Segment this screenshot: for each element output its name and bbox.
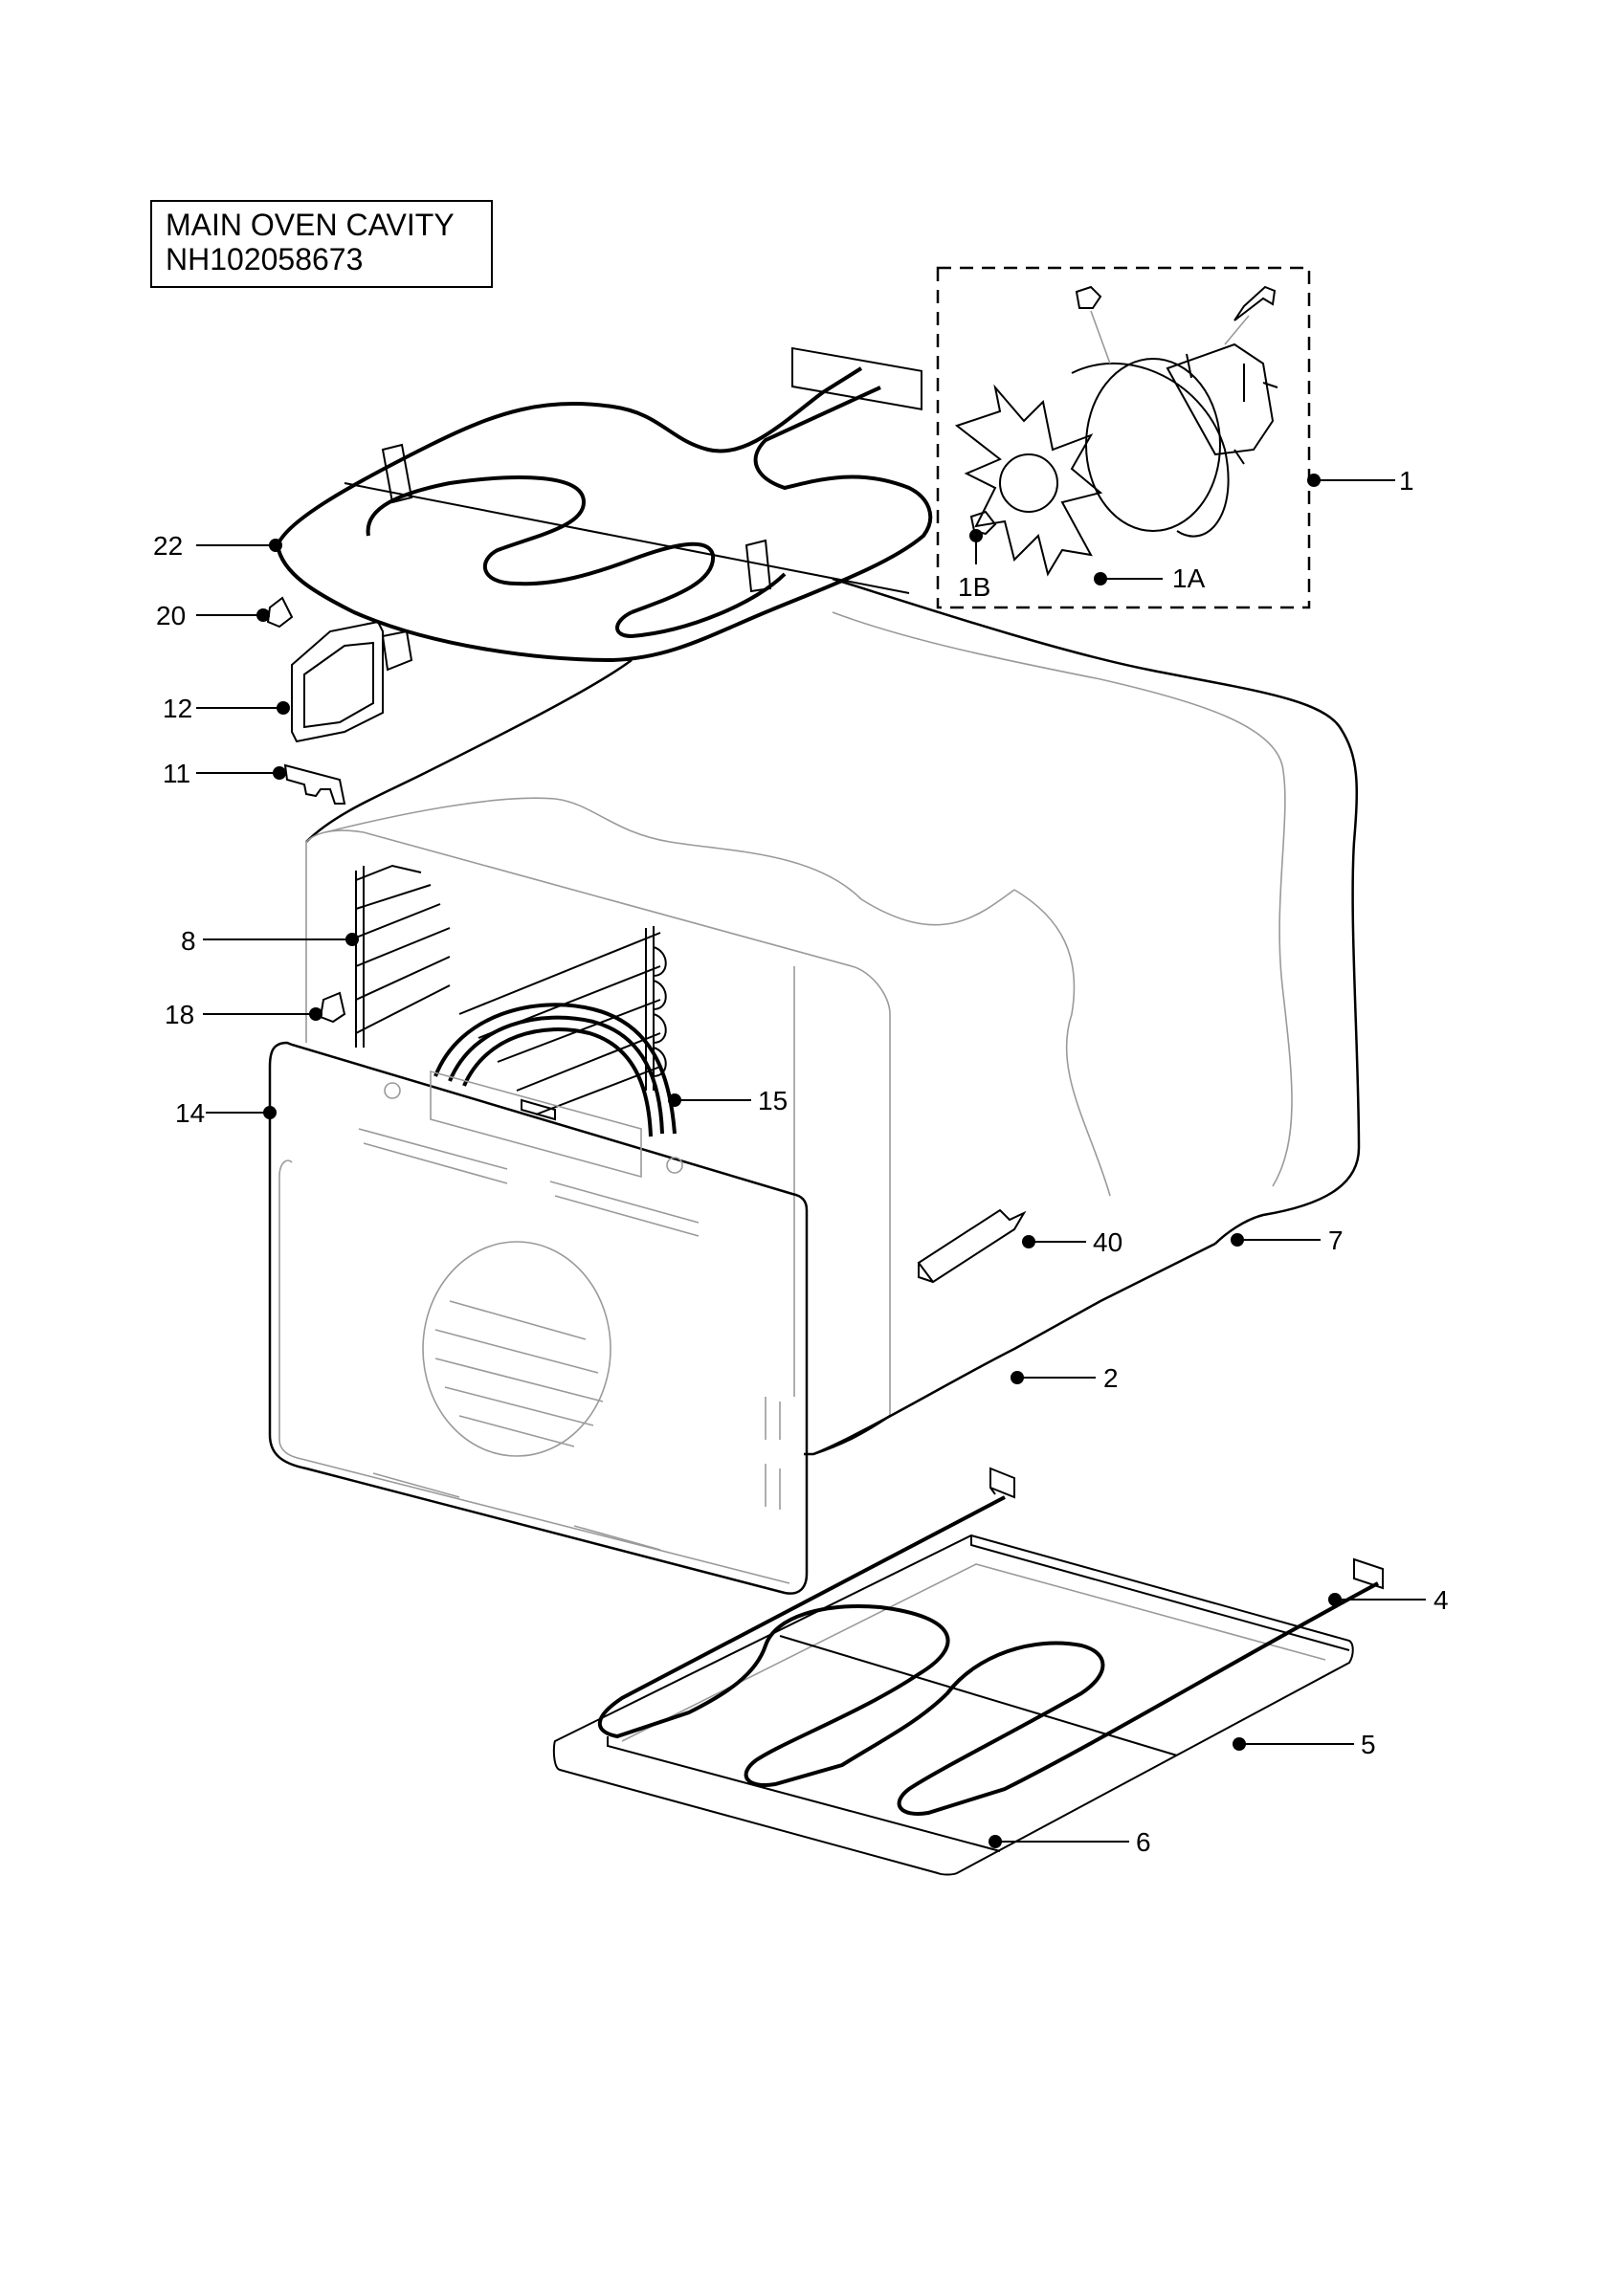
- back-panel-screw-right: [666, 1157, 683, 1174]
- motor-body-shape: [1166, 342, 1275, 456]
- diagram-part-number: NH102058673: [166, 242, 364, 276]
- circular-element-coil-2: [448, 1015, 664, 1135]
- motor-plate-shape: [1071, 363, 1230, 538]
- callout-18: 18: [165, 1000, 194, 1029]
- runner-right-hooks: [653, 946, 667, 1077]
- runner-left-rungs: [355, 864, 451, 1034]
- callout-40: 40: [1093, 1227, 1122, 1257]
- fan-blade-shape: [954, 384, 1103, 577]
- oven-cavity-group: [305, 577, 1361, 1456]
- callout-2: 2: [1103, 1363, 1119, 1393]
- fan-assembly-group: [936, 266, 1311, 609]
- callout-11: 11: [163, 759, 190, 788]
- bracket-40-shape: [917, 1208, 1027, 1284]
- back-panel-tab: [521, 1098, 556, 1121]
- lamp-12-housing: [291, 620, 384, 743]
- grill-element-outer-bottom: [276, 386, 933, 663]
- insulation-top-front-edge: [305, 658, 633, 843]
- back-panel-side-slots: [765, 1397, 781, 1510]
- circular-element-coil-3: [462, 1027, 653, 1137]
- cavity-outline-behind: [832, 611, 1293, 1187]
- grill-element-inner-tail: [615, 572, 787, 639]
- lamp-12-socket: [381, 629, 413, 672]
- callout-1b: 1B: [958, 572, 990, 602]
- base-plate-outline: [552, 1534, 1354, 1876]
- lamp-12-lens: [303, 641, 374, 729]
- cavity-bottom-corner: [804, 1414, 891, 1456]
- cavity-front-frame: [305, 829, 891, 1416]
- insulation-fold-line: [324, 797, 1015, 926]
- diagram-title-box: MAIN OVEN CAVITY NH102058673: [150, 200, 493, 288]
- callout-labels: 1 1A 1B 22 20 12 11 8 18 14 15 40 7 2 4 …: [153, 466, 1449, 1857]
- bracket-11-shape: [283, 763, 346, 805]
- back-panel-top-recess: [430, 1070, 642, 1179]
- callout-12: 12: [163, 694, 192, 723]
- cavity-bottom-edge: [812, 1299, 1101, 1456]
- back-panel-slots: [358, 1128, 700, 1237]
- shelf-runners-group: [355, 864, 667, 1115]
- grill-element-outer-top: [276, 366, 863, 546]
- element-4-support-bar: [779, 1635, 1178, 1756]
- runner-left-post: [355, 866, 365, 1048]
- callout-7: 7: [1328, 1225, 1344, 1255]
- fan-grille-slots: [434, 1300, 604, 1447]
- callout-20: 20: [156, 601, 186, 630]
- clip-18-shape: [319, 991, 346, 1024]
- base-plate-top-lip: [970, 1535, 1350, 1651]
- grill-brackets: [381, 443, 772, 593]
- screw-shape: [1233, 285, 1277, 321]
- circular-element-group: [433, 1003, 677, 1137]
- callout-22: 22: [153, 531, 183, 561]
- grill-support-bar: [344, 482, 910, 594]
- fan-grille-outline: [422, 1241, 611, 1457]
- callout-leaders: [196, 474, 1426, 1848]
- fan-hub-shape: [999, 453, 1058, 513]
- callout-1: 1: [1399, 466, 1414, 496]
- back-panel-inner-frame: [278, 1159, 790, 1584]
- motor-tabs-shape: [1186, 353, 1278, 465]
- callout-14: 14: [175, 1098, 205, 1128]
- grill-element-inner-loops: [366, 475, 716, 614]
- assembly-guide-lines: [1090, 310, 1250, 364]
- fan-nut-1b-shape: [969, 510, 997, 536]
- callout-6: 6: [1136, 1827, 1151, 1857]
- callout-5: 5: [1361, 1730, 1376, 1759]
- base-plate-inner-line: [621, 1563, 1326, 1742]
- back-panel-outline: [268, 1041, 809, 1595]
- back-panel-screw-left: [384, 1082, 401, 1099]
- insulation-bottom-edge: [1100, 1242, 1216, 1303]
- base-element-group: [552, 1467, 1384, 1876]
- motor-plate-disc: [1085, 358, 1221, 532]
- insulation-side-fold: [1013, 889, 1111, 1197]
- element-4-terminal-left: [989, 1467, 1015, 1499]
- insulation-outer-contour: [832, 577, 1361, 1245]
- element-4-coil: [597, 1495, 1379, 1816]
- callout-1a: 1A: [1172, 563, 1206, 593]
- callout-8: 8: [181, 926, 196, 956]
- callout-4: 4: [1433, 1585, 1449, 1615]
- diagram-title: MAIN OVEN CAVITY: [166, 208, 455, 242]
- back-panel-bottom-slots: [372, 1472, 661, 1551]
- fan-assembly-dashed-box: [936, 266, 1311, 609]
- small-parts-group: [266, 596, 413, 1024]
- nut-shape: [1075, 285, 1102, 309]
- circular-element-coil-1: [433, 1003, 677, 1135]
- callout-15: 15: [758, 1086, 788, 1115]
- clip-20-shape: [266, 596, 294, 629]
- back-panel-group: [268, 1041, 809, 1595]
- grill-element-group: [276, 346, 933, 663]
- element-4-terminal-right: [1353, 1557, 1384, 1590]
- sensor-6-rod: [607, 1736, 1001, 1852]
